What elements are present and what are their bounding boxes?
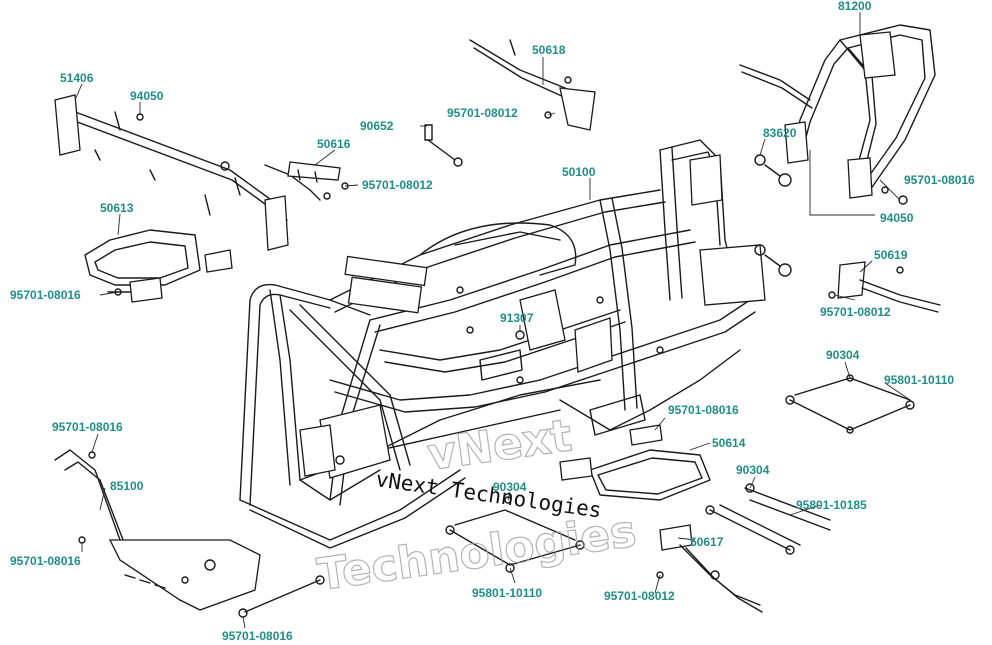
part-50617-bracket xyxy=(659,524,763,613)
part-50614-bracket xyxy=(559,424,711,501)
part-50618-bracket xyxy=(469,39,596,131)
label-95701-08016: 95701-08016 xyxy=(904,173,975,187)
label-95701-08012: 95701-08012 xyxy=(820,305,891,319)
label-90304: 90304 xyxy=(736,463,770,477)
label-95701-08016: 95701-08016 xyxy=(222,629,293,643)
part-lower-rod-set xyxy=(445,509,585,573)
label-95701-08012: 95701-08012 xyxy=(362,178,433,192)
label-90304: 90304 xyxy=(826,348,860,362)
label-94050: 94050 xyxy=(130,89,164,103)
label-51406: 51406 xyxy=(60,71,94,85)
label-95801-10110: 95801-10110 xyxy=(884,373,954,387)
watermark-line1: vNext xyxy=(424,410,574,481)
label-83620: 83620 xyxy=(763,126,797,140)
part-50613-bracket xyxy=(84,229,233,303)
label-91307: 91307 xyxy=(500,311,534,325)
part-51406-front-crossbar xyxy=(54,94,289,251)
label-50617: 50617 xyxy=(690,535,724,549)
label-50613: 50613 xyxy=(100,201,134,215)
label-81200: 81200 xyxy=(838,0,872,13)
part-50616-bracket xyxy=(264,161,341,201)
label-95701-08012: 95701-08012 xyxy=(604,589,675,603)
label-90652: 90652 xyxy=(360,119,394,133)
label-94050: 94050 xyxy=(880,211,914,225)
label-95701-08016: 95701-08016 xyxy=(10,288,81,302)
label-95801-10185: 95801-10185 xyxy=(796,498,867,512)
label-95701-08016: 95701-08016 xyxy=(52,420,123,434)
label-95701-08016: 95701-08016 xyxy=(668,403,739,417)
part-labels: 81200 50618 51406 94050 90652 95701-0801… xyxy=(10,0,975,643)
label-50618: 50618 xyxy=(532,43,566,57)
label-85100: 85100 xyxy=(110,479,144,493)
label-90304: 90304 xyxy=(493,480,527,494)
label-95701-08012: 95701-08012 xyxy=(447,106,518,120)
label-95801-10110: 95801-10110 xyxy=(472,586,542,600)
main-frame xyxy=(239,139,766,549)
part-95801-10185-rods xyxy=(705,483,831,555)
part-81200-rear-rack xyxy=(739,24,936,199)
leader-lines xyxy=(74,12,911,629)
part-85100-front-bumper xyxy=(54,449,261,611)
label-50619: 50619 xyxy=(874,248,908,262)
label-50616: 50616 xyxy=(317,137,351,151)
part-83620-mounts xyxy=(754,154,792,277)
label-50614: 50614 xyxy=(712,436,746,450)
label-95701-08016: 95701-08016 xyxy=(10,554,81,568)
part-50619-bracket xyxy=(837,261,941,313)
label-50100: 50100 xyxy=(562,165,596,179)
